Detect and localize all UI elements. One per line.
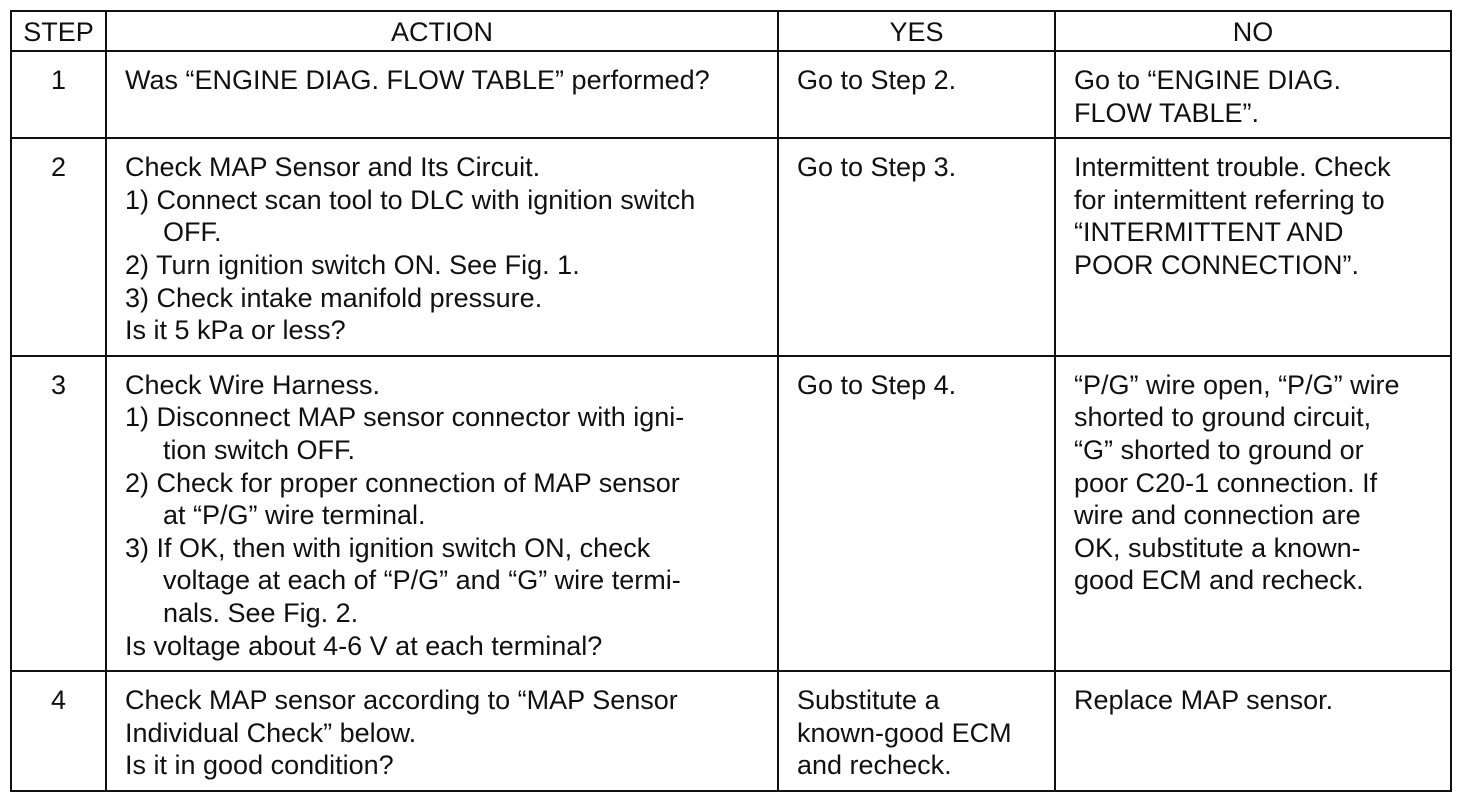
no-line: good ECM and recheck.: [1074, 565, 1364, 596]
header-yes: YES: [777, 10, 1056, 52]
table-header-row: STEP ACTION YES NO: [10, 10, 1452, 52]
action-line: Check Wire Harness.: [125, 369, 381, 400]
no-line: Replace MAP sensor.: [1074, 685, 1334, 716]
no-cell: “P/G” wire open, “P/G” wire shorted to g…: [1054, 354, 1452, 673]
action-substep: 3) Check intake manifold pressure.: [125, 282, 543, 313]
no-line: wire and connection are: [1074, 500, 1361, 531]
action-substep-continuation: tion switch OFF.: [163, 434, 356, 465]
no-line: “INTERMITTENT AND: [1074, 217, 1344, 248]
action-substep: 2) Check for proper connection of MAP se…: [125, 467, 680, 498]
table-row: 1 Was “ENGINE DIAG. FLOW TABLE” performe…: [10, 49, 1452, 140]
no-line: Go to “ENGINE DIAG.: [1074, 65, 1342, 95]
no-line: shorted to ground circuit,: [1074, 402, 1372, 433]
no-line: “G” shorted to ground or: [1074, 434, 1364, 465]
no-line: OK, substitute a known-: [1074, 532, 1361, 563]
header-action: ACTION: [105, 10, 779, 52]
action-substep-continuation: nals. See Fig. 2.: [163, 597, 359, 628]
step-number: 2: [10, 137, 107, 357]
yes-cell: Go to Step 4.: [777, 354, 1056, 673]
yes-line: Go to Step 2.: [797, 65, 957, 95]
action-cell: Check MAP sensor according to “MAP Senso…: [105, 670, 779, 792]
no-cell: Intermittent trouble. Check for intermit…: [1054, 137, 1452, 357]
action-substep: 3) If OK, then with ignition switch ON, …: [125, 532, 651, 563]
action-line: Check MAP sensor according to “MAP Senso…: [125, 685, 678, 716]
action-substep-continuation: OFF.: [163, 217, 222, 248]
table-row: 3 Check Wire Harness. 1) Disconnect MAP …: [10, 354, 1452, 673]
action-substep: 1) Disconnect MAP sensor connector with …: [125, 402, 685, 433]
action-line: Was “ENGINE DIAG. FLOW TABLE” performed?: [125, 65, 710, 95]
action-cell: Was “ENGINE DIAG. FLOW TABLE” performed?: [105, 49, 779, 140]
step-number: 3: [10, 354, 107, 673]
no-line: poor C20-1 connection. If: [1074, 467, 1378, 498]
yes-cell: Substitute a known-good ECM and recheck.: [777, 670, 1056, 792]
yes-cell: Go to Step 3.: [777, 137, 1056, 357]
action-line: Individual Check” below.: [125, 717, 417, 748]
diagnostic-flow-table: STEP ACTION YES NO 1 Was “ENGINE DIAG. F…: [10, 10, 1452, 792]
no-line: POOR CONNECTION”.: [1074, 249, 1360, 280]
yes-line: Substitute a: [797, 685, 940, 716]
table-row: 2 Check MAP Sensor and Its Circuit. 1) C…: [10, 137, 1452, 357]
no-cell: Replace MAP sensor.: [1054, 670, 1452, 792]
yes-line: known-good ECM: [797, 717, 1012, 748]
yes-cell: Go to Step 2.: [777, 49, 1056, 140]
step-number: 4: [10, 670, 107, 792]
header-no: NO: [1054, 10, 1452, 52]
action-substep: 1) Connect scan tool to DLC with ignitio…: [125, 184, 696, 215]
header-step: STEP: [10, 10, 107, 52]
step-number: 1: [10, 49, 107, 140]
no-line: for intermittent referring to: [1074, 184, 1385, 215]
action-question: Is it 5 kPa or less?: [125, 315, 346, 346]
no-line: “P/G” wire open, “P/G” wire: [1074, 369, 1400, 400]
no-line: Intermittent trouble. Check: [1074, 152, 1391, 183]
yes-line: Go to Step 3.: [797, 152, 957, 183]
action-cell: Check Wire Harness. 1) Disconnect MAP se…: [105, 354, 779, 673]
action-line: Check MAP Sensor and Its Circuit.: [125, 152, 541, 183]
action-substep: 2) Turn ignition switch ON. See Fig. 1.: [125, 249, 580, 280]
no-line: FLOW TABLE”.: [1074, 97, 1260, 128]
table-row: 4 Check MAP sensor according to “MAP Sen…: [10, 670, 1452, 792]
action-cell: Check MAP Sensor and Its Circuit. 1) Con…: [105, 137, 779, 357]
action-substep-continuation: voltage at each of “P/G” and “G” wire te…: [163, 565, 681, 596]
action-substep-continuation: at “P/G” wire terminal.: [163, 500, 426, 531]
action-question: Is voltage about 4-6 V at each terminal?: [125, 630, 603, 661]
yes-line: Go to Step 4.: [797, 369, 957, 400]
no-cell: Go to “ENGINE DIAG. FLOW TABLE”.: [1054, 49, 1452, 140]
